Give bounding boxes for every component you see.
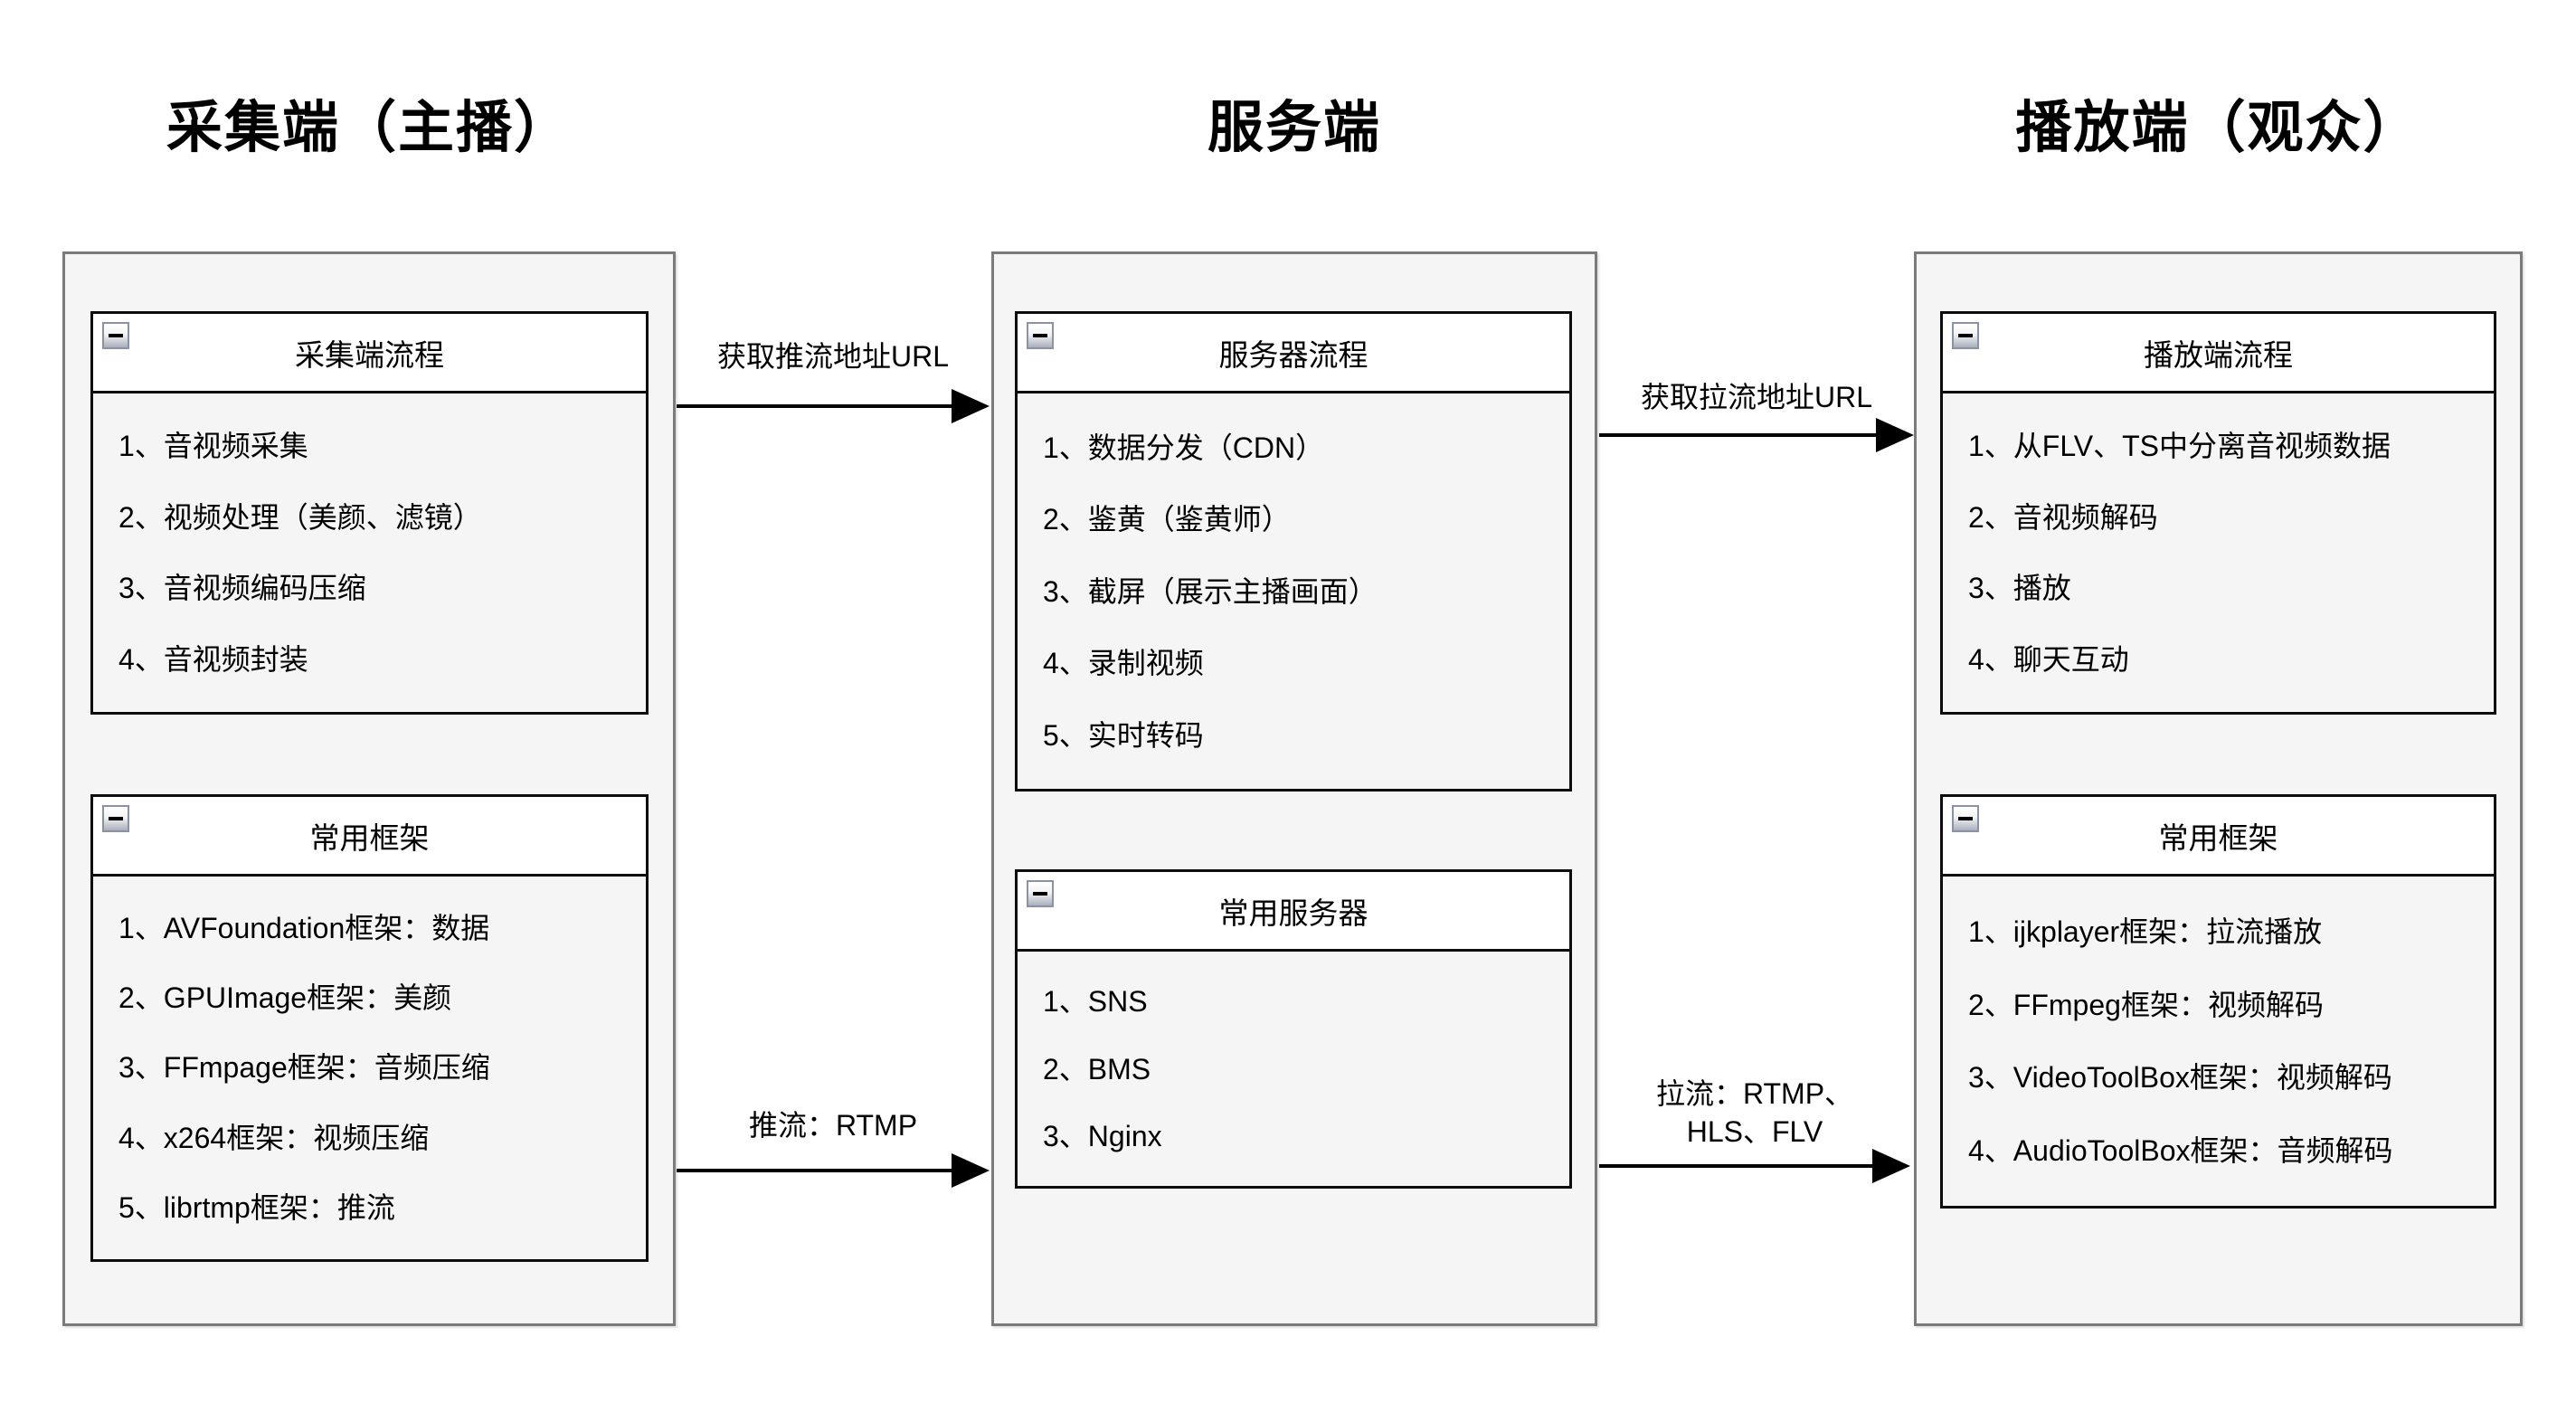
capture-frameworks-header: 常用框架 xyxy=(93,797,646,877)
collapse-icon[interactable] xyxy=(102,805,129,832)
player-frameworks-header: 常用框架 xyxy=(1943,797,2494,877)
capture-frameworks-node: 常用框架 1、AVFoundation框架：数据 2、GPUImage框架：美颜… xyxy=(90,794,649,1262)
collapse-icon[interactable] xyxy=(1952,805,1979,832)
arrowhead-right-icon xyxy=(952,1153,990,1188)
arrow-label: 推流：RTMP xyxy=(748,1109,918,1142)
arrow-line xyxy=(1599,1164,1874,1168)
capture-flow-list: 1、音视频采集 2、视频处理（美颜、滤镜） 3、音视频编码压缩 4、音视频封装 xyxy=(93,393,646,712)
list-item: 4、AudioToolBox框架：音频解码 xyxy=(1968,1134,2393,1168)
minus-icon xyxy=(1033,892,1047,896)
capture-flow-header: 采集端流程 xyxy=(93,314,646,393)
player-frameworks-node: 常用框架 1、ijkplayer框架：拉流播放 2、FFmpeg框架：视频解码 … xyxy=(1940,794,2496,1209)
list-item: 4、音视频封装 xyxy=(118,642,308,676)
list-item: 4、聊天互动 xyxy=(1968,642,2129,676)
player-frameworks-list: 1、ijkplayer框架：拉流播放 2、FFmpeg框架：视频解码 3、Vid… xyxy=(1943,877,2494,1206)
list-item: 5、实时转码 xyxy=(1043,718,1204,752)
collapse-icon[interactable] xyxy=(1027,880,1054,907)
server-flow-node: 服务器流程 1、数据分发（CDN） 2、鉴黄（鉴黄师） 3、截屏（展示主播画面）… xyxy=(1015,311,1572,792)
arrow-get-pull-url: 获取拉流地址URL xyxy=(1599,378,1914,496)
arrowhead-right-icon xyxy=(1872,1149,1910,1183)
list-item: 1、ijkplayer框架：拉流播放 xyxy=(1968,915,2323,948)
arrow-get-push-url: 获取推流地址URL xyxy=(677,337,990,455)
server-flow-list: 1、数据分发（CDN） 2、鉴黄（鉴黄师） 3、截屏（展示主播画面） 4、录制视… xyxy=(1018,393,1569,789)
player-flow-header: 播放端流程 xyxy=(1943,314,2494,393)
list-item: 3、截屏（展示主播画面） xyxy=(1043,574,1378,608)
arrowhead-right-icon xyxy=(952,389,990,423)
column-title-capture: 采集端（主播） xyxy=(166,97,572,159)
minus-icon xyxy=(1958,817,1973,820)
list-item: 2、鉴黄（鉴黄师） xyxy=(1043,503,1291,536)
server-flow-header: 服务器流程 xyxy=(1018,314,1569,393)
server-common-list: 1、SNS 2、BMS 3、Nginx xyxy=(1018,952,1569,1186)
column-title-server: 服务端 xyxy=(1207,97,1381,159)
node-title: 采集端流程 xyxy=(295,337,444,372)
arrowhead-right-icon xyxy=(1876,418,1914,452)
collapse-icon[interactable] xyxy=(1027,322,1054,349)
list-item: 3、FFmpage框架：音频压缩 xyxy=(118,1051,490,1085)
capture-frameworks-list: 1、AVFoundation框架：数据 2、GPUImage框架：美颜 3、FF… xyxy=(93,877,646,1259)
list-item: 2、GPUImage框架：美颜 xyxy=(118,981,452,1015)
node-title: 常用框架 xyxy=(2158,820,2278,855)
list-item: 4、录制视频 xyxy=(1043,647,1204,679)
collapse-icon[interactable] xyxy=(1952,322,1979,349)
arrow-pull-stream: 拉流：RTMP、 HLS、FLV xyxy=(1599,1075,1910,1210)
list-item: 1、从FLV、TS中分离音视频数据 xyxy=(1968,430,2391,463)
node-title: 常用框架 xyxy=(309,820,430,855)
node-title: 播放端流程 xyxy=(2144,337,2293,372)
list-item: 5、librtmp框架：推流 xyxy=(118,1190,395,1224)
node-title: 服务器流程 xyxy=(1218,337,1368,372)
minus-icon xyxy=(109,817,123,820)
list-item: 3、播放 xyxy=(1968,572,2071,605)
collapse-icon[interactable] xyxy=(102,322,129,349)
server-common-node: 常用服务器 1、SNS 2、BMS 3、Nginx xyxy=(1015,869,1572,1189)
player-flow-node: 播放端流程 1、从FLV、TS中分离音视频数据 2、音视频解码 3、播放 4、聊… xyxy=(1940,311,2496,715)
capture-flow-node: 采集端流程 1、音视频采集 2、视频处理（美颜、滤镜） 3、音视频编码压缩 4、… xyxy=(90,311,649,715)
list-item: 2、BMS xyxy=(1043,1052,1151,1085)
node-title: 常用服务器 xyxy=(1218,896,1368,930)
list-item: 1、AVFoundation框架：数据 xyxy=(118,912,490,945)
arrow-line xyxy=(1599,433,1878,437)
list-item: 1、SNS xyxy=(1043,984,1148,1018)
minus-icon xyxy=(1033,334,1047,337)
arrow-label: 获取拉流地址URL xyxy=(1640,381,1873,413)
list-item: 1、数据分发（CDN） xyxy=(1043,431,1325,464)
arrow-label: 拉流：RTMP、 HLS、FLV xyxy=(1655,1077,1854,1148)
list-item: 2、音视频解码 xyxy=(1968,500,2158,534)
list-item: 3、Nginx xyxy=(1043,1120,1162,1153)
minus-icon xyxy=(1958,334,1973,337)
list-item: 2、FFmpeg框架：视频解码 xyxy=(1968,988,2324,1021)
arrow-push-stream: 推流：RTMP xyxy=(677,1106,990,1224)
list-item: 3、音视频编码压缩 xyxy=(118,572,366,605)
column-title-player: 播放端（观众） xyxy=(2015,97,2421,159)
minus-icon xyxy=(109,334,123,337)
list-item: 3、VideoToolBox框架：视频解码 xyxy=(1968,1061,2392,1095)
player-flow-list: 1、从FLV、TS中分离音视频数据 2、音视频解码 3、播放 4、聊天互动 xyxy=(1943,393,2494,712)
list-item: 1、音视频采集 xyxy=(118,430,308,463)
arrow-line xyxy=(677,1169,953,1172)
arrow-label: 获取推流地址URL xyxy=(716,340,950,373)
list-item: 2、视频处理（美颜、滤镜） xyxy=(118,500,482,534)
arrow-line xyxy=(677,404,953,408)
list-item: 4、x264框架：视频压缩 xyxy=(118,1121,430,1154)
server-common-header: 常用服务器 xyxy=(1018,872,1569,952)
